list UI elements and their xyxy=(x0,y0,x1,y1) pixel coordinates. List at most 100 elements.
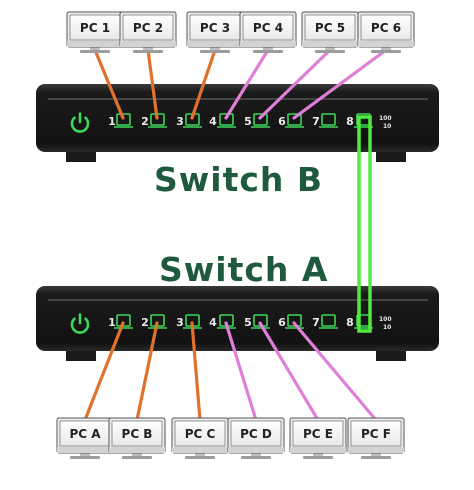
switch-b-body xyxy=(36,84,439,152)
monitor-chin xyxy=(358,41,414,47)
monitor-stand xyxy=(381,46,391,51)
port-number: 7 xyxy=(312,316,320,329)
pc-label: PC 6 xyxy=(371,21,401,35)
monitor-stand xyxy=(263,46,273,51)
port-number: 2 xyxy=(141,115,149,128)
ethernet-port-icon xyxy=(321,113,336,126)
switch-a-speed-10: 10 xyxy=(383,324,391,331)
pc-monitor-icon: PC 2 xyxy=(119,11,177,53)
pc-monitor-icon: PC 5 xyxy=(301,11,359,53)
pc-monitor-icon: PC 4 xyxy=(239,11,297,53)
port-number: 5 xyxy=(244,316,252,329)
monitor-stand xyxy=(143,46,153,51)
monitor-stand xyxy=(90,46,100,51)
pc-label: PC C xyxy=(185,427,216,441)
port-number: 8 xyxy=(346,316,354,329)
ethernet-port-icon xyxy=(219,113,234,126)
monitor-stand xyxy=(195,452,205,457)
cable-pc-c xyxy=(190,321,202,422)
monitor-base xyxy=(200,50,230,53)
monitor-screen xyxy=(304,14,356,41)
switch-b-speed-10: 10 xyxy=(383,123,391,130)
switch-a-speed-100: 100 xyxy=(379,316,392,323)
port-number: 4 xyxy=(209,115,217,128)
cable-pc-e xyxy=(258,321,320,422)
cable-pc-5 xyxy=(258,48,332,120)
pc-monitor-icon: PC F xyxy=(347,417,405,459)
ethernet-port-icon xyxy=(321,314,336,327)
monitor-chin xyxy=(172,447,228,453)
cable-pc-3 xyxy=(190,48,217,120)
port-number: 3 xyxy=(176,115,184,128)
port-number: 2 xyxy=(141,316,149,329)
pc-monitor-icon: PC E xyxy=(289,417,347,459)
monitor-base xyxy=(70,456,100,459)
cable-pc-a xyxy=(83,321,125,422)
monitor-chin xyxy=(120,41,176,47)
monitor-screen xyxy=(242,14,294,41)
monitor-chin xyxy=(67,41,123,47)
uplink-cable xyxy=(357,115,372,333)
power-icon xyxy=(70,112,90,133)
pc-label: PC 3 xyxy=(200,21,230,35)
cable-pc-2 xyxy=(146,48,159,120)
monitor-stand xyxy=(132,452,142,457)
pc-label: PC 5 xyxy=(315,21,345,35)
monitor-stand xyxy=(325,46,335,51)
switch-b-foot-left xyxy=(66,152,96,162)
monitor-stand xyxy=(251,452,261,457)
cable-pc-4 xyxy=(224,48,270,120)
switch-a-pcs: PC A PC B PC C PC D PC E PC F xyxy=(56,417,405,459)
monitor-base xyxy=(241,456,271,459)
pc-label: PC A xyxy=(69,427,101,441)
switch-a-edge-line xyxy=(48,299,428,301)
cable-pc-b xyxy=(135,321,159,422)
pc-label: PC D xyxy=(240,427,272,441)
switch-a-foot-left xyxy=(66,351,96,361)
monitor-screen xyxy=(230,420,282,447)
monitor-screen xyxy=(360,14,412,41)
monitor-screen xyxy=(111,420,163,447)
monitor-screen xyxy=(59,420,111,447)
monitor-base xyxy=(315,50,345,53)
port-number: 7 xyxy=(312,115,320,128)
pc-monitor-icon: PC C xyxy=(171,417,229,459)
monitor-screen xyxy=(122,14,174,41)
port-number: 1 xyxy=(108,316,116,329)
switch-b-speed-100: 100 xyxy=(379,115,392,122)
pc-monitor-icon: PC A xyxy=(56,417,114,459)
ethernet-port-icon xyxy=(116,113,131,126)
pc-label: PC 2 xyxy=(133,21,163,35)
switch-a-title: Switch A xyxy=(159,250,328,289)
pc-monitor-icon: PC D xyxy=(227,417,285,459)
monitor-stand xyxy=(371,452,381,457)
monitor-chin xyxy=(187,41,243,47)
monitor-base xyxy=(371,50,401,53)
monitor-chin xyxy=(302,41,358,47)
port-number: 8 xyxy=(346,115,354,128)
pc-label: PC 4 xyxy=(253,21,283,35)
monitor-screen xyxy=(174,420,226,447)
monitor-base xyxy=(80,50,110,53)
monitor-screen xyxy=(292,420,344,447)
monitor-stand xyxy=(210,46,220,51)
pc-monitor-icon: PC 3 xyxy=(186,11,244,53)
port-number: 4 xyxy=(209,316,217,329)
cable-pc-f xyxy=(292,321,378,422)
ethernet-port-icon xyxy=(253,113,268,126)
pc-monitor-icon: PC B xyxy=(108,417,166,459)
monitor-chin xyxy=(57,447,113,453)
monitor-base xyxy=(122,456,152,459)
port-number: 6 xyxy=(278,115,286,128)
switch-a-foot-right xyxy=(376,351,406,361)
pc-label: PC 1 xyxy=(80,21,110,35)
pc-label: PC E xyxy=(303,427,333,441)
monitor-screen xyxy=(69,14,121,41)
monitor-base xyxy=(361,456,391,459)
monitor-chin xyxy=(348,447,404,453)
monitor-base xyxy=(185,456,215,459)
